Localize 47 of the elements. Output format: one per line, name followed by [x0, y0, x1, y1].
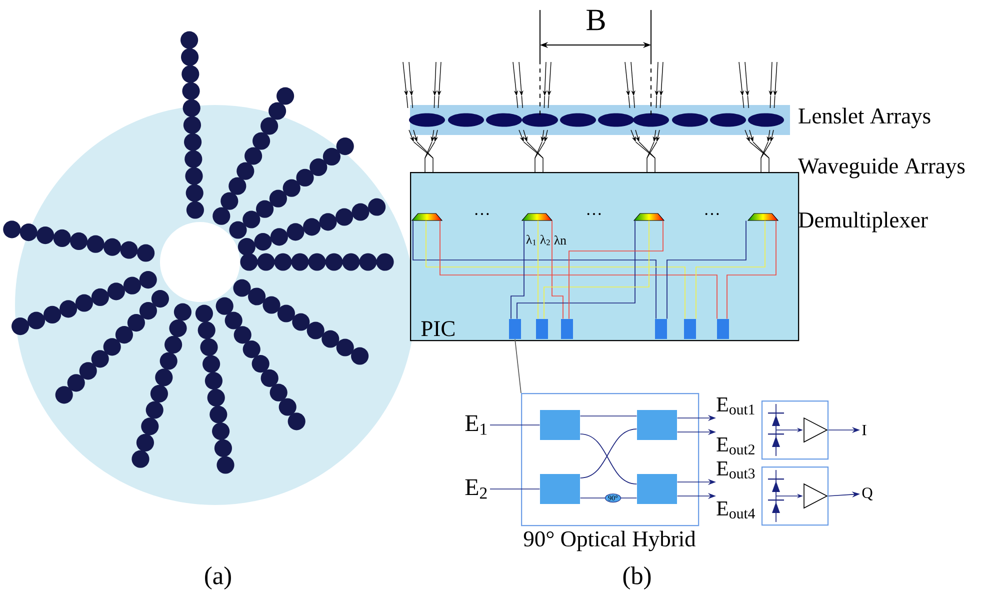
edge-label: E$_{out3}$ — [716, 462, 755, 478]
connector-line — [580, 434, 638, 484]
photodetector-pad — [536, 319, 548, 339]
input-label: E$_{2}$ — [465, 479, 487, 499]
connector-line — [552, 220, 564, 320]
layer-label: Demultiplexer — [798, 212, 928, 232]
wavelength-label: λ$_{2}$ — [540, 234, 550, 246]
connector-line — [514, 338, 522, 394]
edge-label: E$_{out4}$ — [716, 502, 755, 518]
photodetector-pad — [717, 319, 729, 339]
coupler-block — [637, 410, 677, 440]
photodetector-pad — [509, 319, 521, 339]
photodetector-pad — [684, 319, 696, 339]
connector-line — [580, 428, 638, 478]
connector-line — [490, 424, 540, 426]
connector-line — [440, 220, 718, 320]
connector-line — [490, 488, 540, 490]
edge-label: E$_{out2}$ — [716, 438, 754, 454]
connector-line — [510, 220, 524, 320]
output-label: I — [862, 424, 866, 436]
panel-label: (a) — [205, 566, 231, 590]
connector-line — [696, 220, 766, 320]
photodetector-pad — [561, 319, 573, 339]
edge-label: E$_{out1}$ — [716, 398, 754, 414]
ellipsis-label: … — [587, 213, 601, 215]
node-label: 90° Optical Hybrid — [524, 530, 696, 552]
connector-line — [426, 220, 686, 320]
dimension-label: B — [586, 10, 605, 30]
connector-line — [726, 220, 776, 320]
ellipsis-label: … — [475, 213, 489, 215]
connector-line — [412, 220, 656, 320]
layer-label: Lenslet Arrays — [798, 108, 930, 128]
coupler-block — [637, 474, 677, 504]
input-label: E$_{1}$ — [465, 415, 487, 435]
panel-label: (b) — [623, 566, 651, 590]
layer-label: Waveguide Arrays — [798, 158, 965, 178]
coupler-block — [540, 410, 580, 440]
connector-line — [568, 220, 664, 320]
connector-line — [516, 220, 636, 320]
photodetector-pad — [655, 319, 667, 339]
wavelength-label: λn — [554, 236, 566, 244]
ellipsis-label: … — [705, 213, 719, 215]
wavelength-label: λ$_{1}$ — [526, 234, 536, 246]
output-label: Q — [862, 488, 873, 500]
connector-line — [666, 220, 746, 320]
coupler-block — [540, 474, 580, 504]
connector-line — [544, 220, 650, 320]
